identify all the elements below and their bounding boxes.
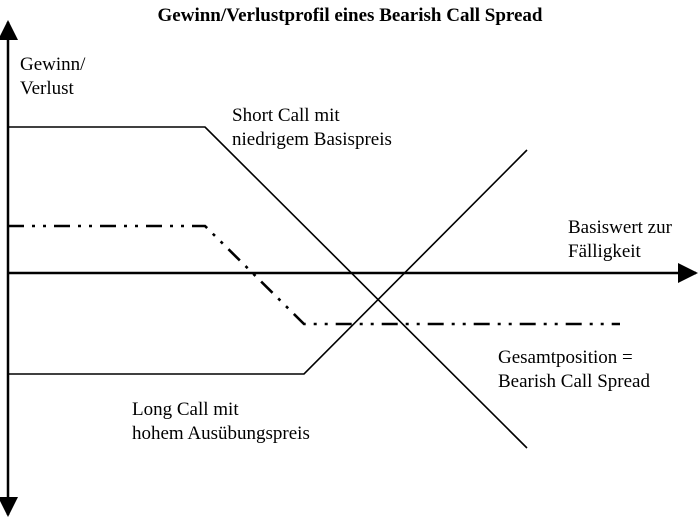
combined-position-label-line-1: Gesamtposition = [498, 347, 633, 368]
diagram-title: Gewinn/Verlustprofil eines Bearish Call … [157, 5, 543, 26]
x-axis-label: Basiswert zur Fälligkeit [568, 216, 672, 264]
short-call-label-line-1: Short Call mit [232, 105, 340, 126]
short-call-label: Short Call mit niedrigem Basispreis [232, 104, 392, 152]
long-call-label-line-2: hohem Ausübungspreis [132, 423, 310, 444]
long-call-line [8, 149, 528, 375]
bearish-call-spread-line [8, 224, 620, 326]
y-axis-label-line-2: Verlust [20, 78, 74, 99]
y-axis-label-line-1: Gewinn/ [20, 54, 86, 75]
y-axis-label: Gewinn/ Verlust [20, 53, 85, 101]
x-axis-label-line-1: Basiswert zur [568, 217, 672, 238]
x-axis-label-line-2: Fälligkeit [568, 241, 641, 262]
short-call-label-line-2: niedrigem Basispreis [232, 129, 392, 150]
long-call-label: Long Call mit hohem Ausübungspreis [132, 398, 310, 446]
combined-position-label: Gesamtposition = Bearish Call Spread [498, 346, 650, 394]
long-call-label-line-1: Long Call mit [132, 399, 239, 420]
short-call-line [8, 126, 528, 449]
combined-position-label-line-2: Bearish Call Spread [498, 371, 650, 392]
